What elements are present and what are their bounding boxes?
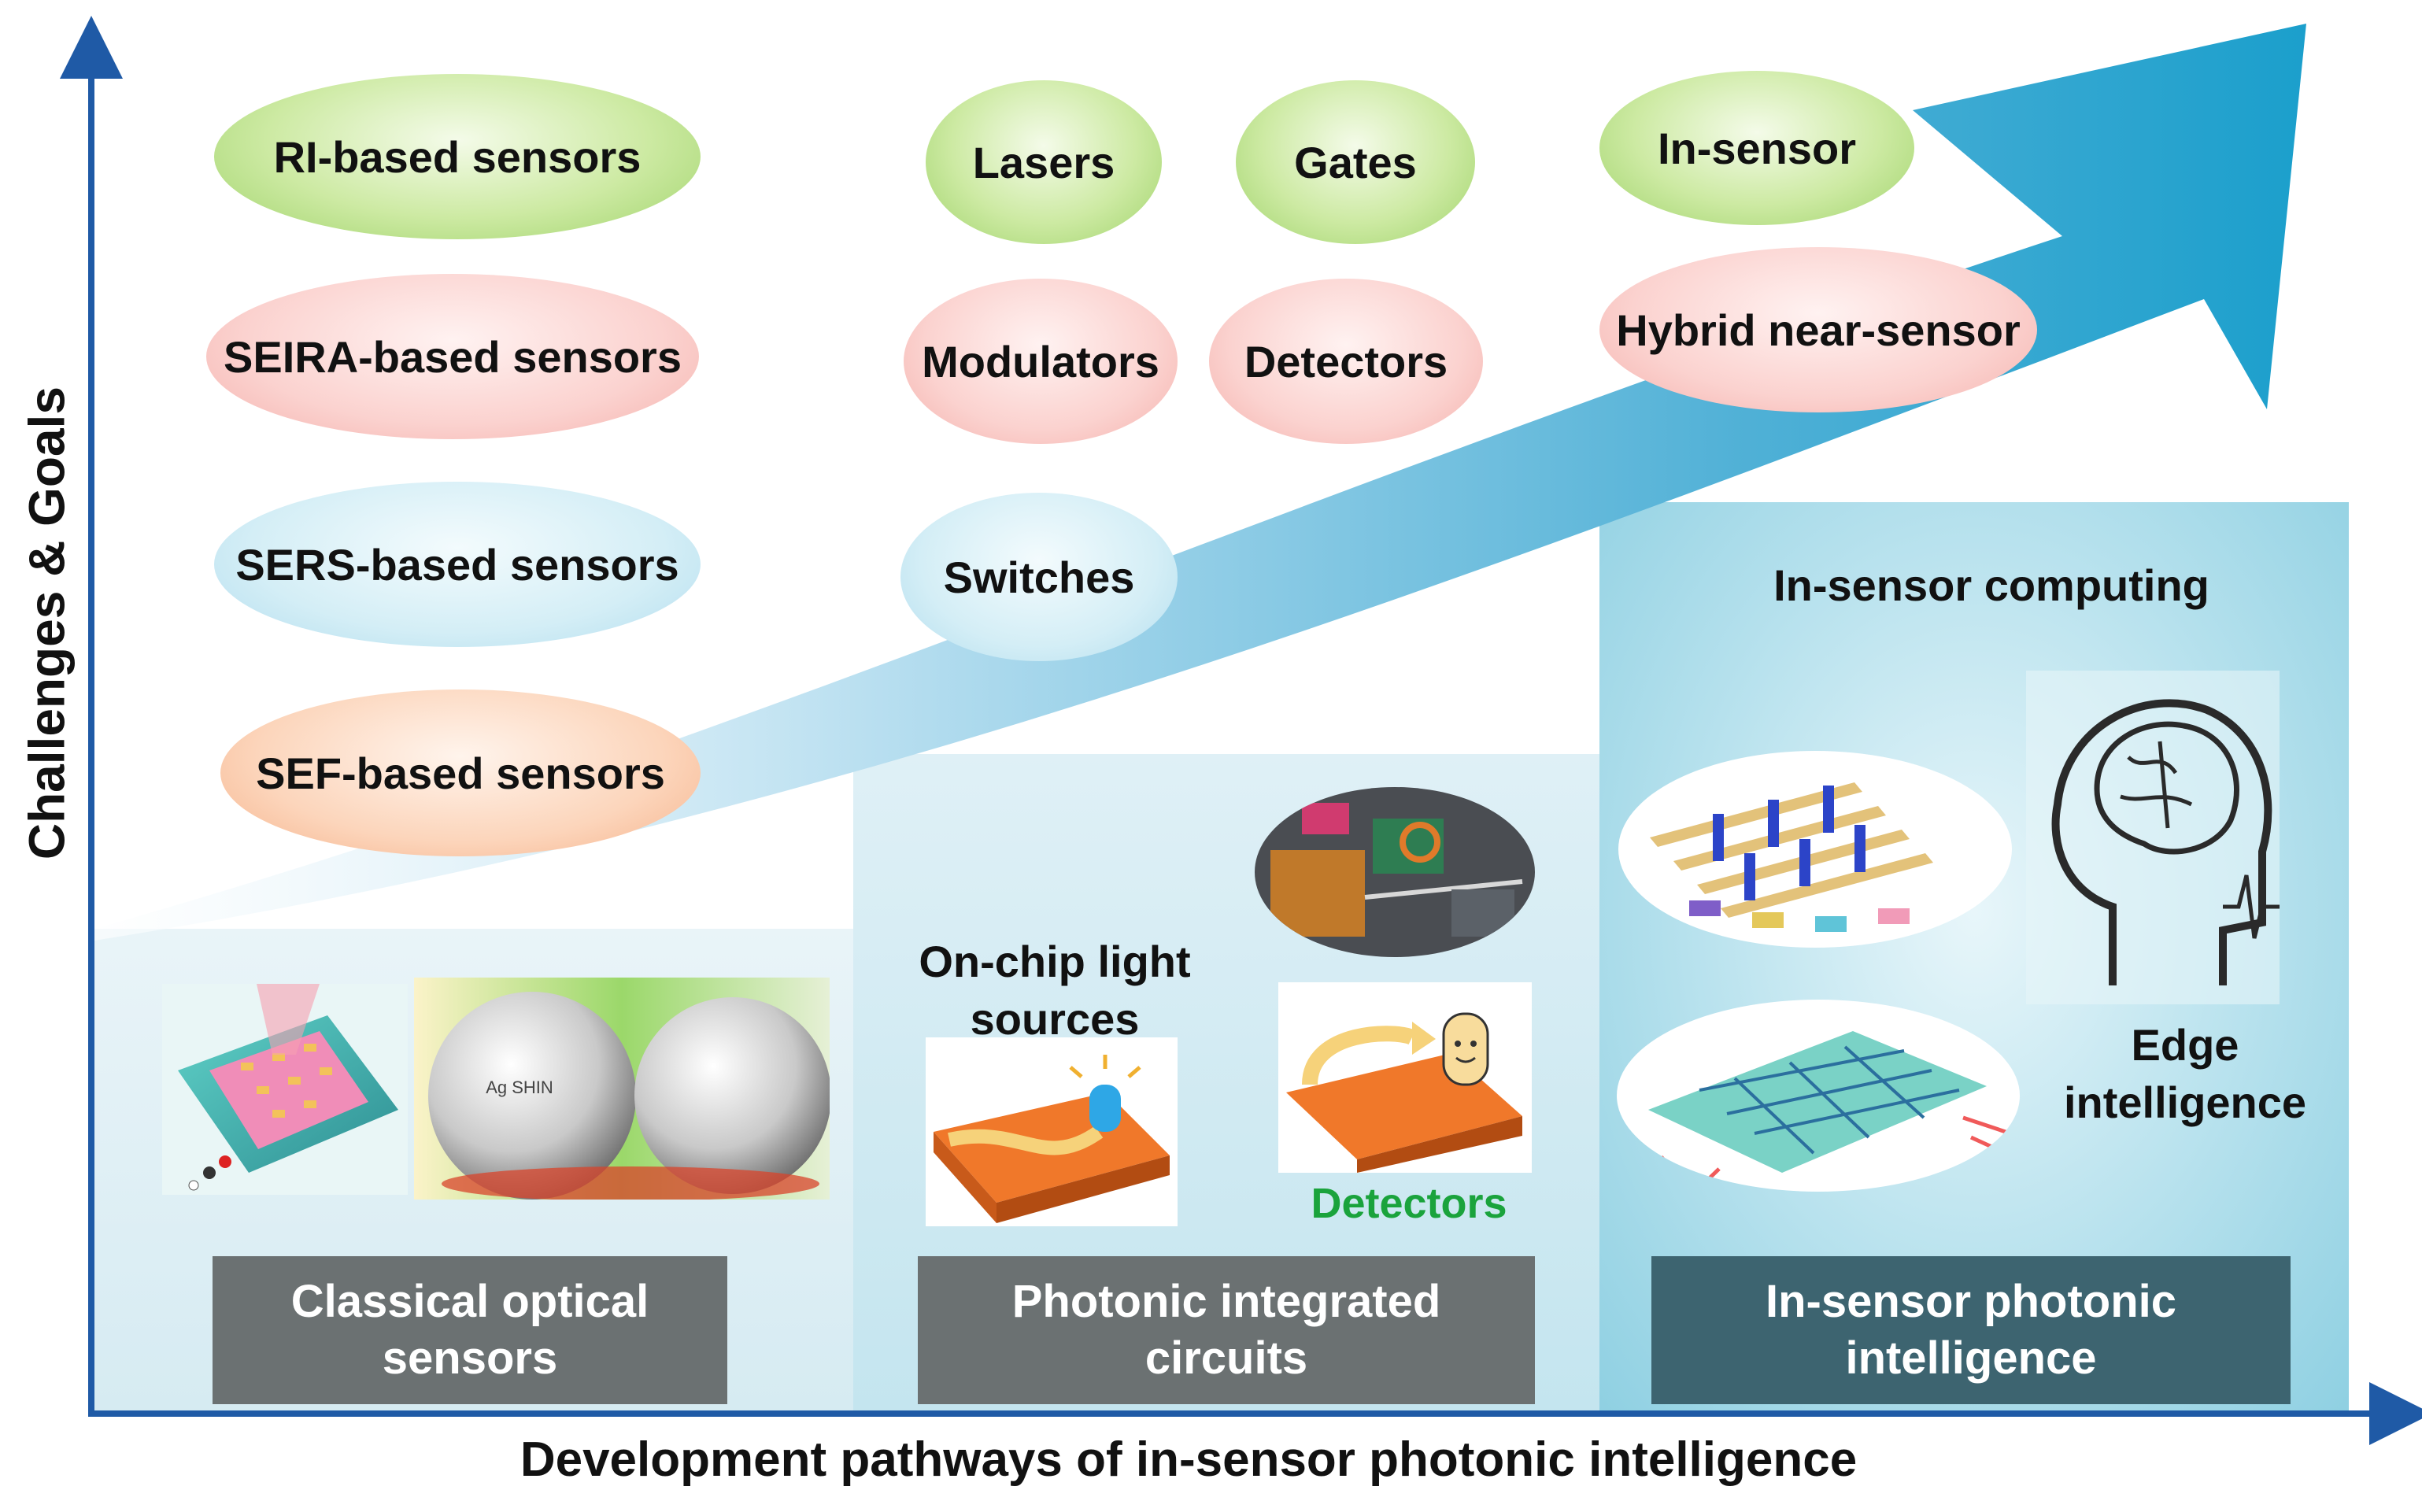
- ellipse-gates: Gates: [1236, 80, 1475, 244]
- ellipse-in-sensor: In-sensor: [1599, 71, 1914, 225]
- detector-illustration: [1278, 982, 1532, 1173]
- on-chip-light-sources-label: On-chip light sources: [919, 937, 1191, 1044]
- light-source-illustration: [926, 1037, 1178, 1226]
- in-sensor-computing-label: In-sensor computing: [1773, 560, 2209, 610]
- crossbar-array-illustration: [1618, 751, 2012, 948]
- photonic-chip-photo: [1255, 787, 1535, 957]
- ellipse-switches: Switches: [900, 493, 1178, 661]
- detectors-green-label: Detectors: [1311, 1180, 1507, 1227]
- ellipse-sers-based-sensors: SERS-based sensors: [214, 482, 701, 647]
- x-axis-label: Development pathways of in-sensor photon…: [520, 1433, 1858, 1487]
- ellipse-seira-based-sensors: SEIRA-based sensors: [206, 274, 699, 439]
- ellipse-modulators: Modulators: [904, 279, 1178, 444]
- rising-arrow: [94, 24, 2306, 941]
- classical-optical-sensors-box: Classical optical sensors: [213, 1256, 727, 1404]
- in-sensor-photonic-intelligence-box: In-sensor photonic intelligence: [1651, 1256, 2291, 1404]
- brain-head-illustration: [2026, 671, 2280, 1004]
- y-axis-label: Challenges & Goals: [18, 386, 76, 860]
- photonic-integrated-circuits-box: Photonic integrated circuits: [918, 1256, 1535, 1404]
- ellipse-lasers: Lasers: [926, 80, 1162, 244]
- ag-shin-label: Ag SHIN: [486, 1078, 553, 1097]
- ellipse-ri-based-sensors: RI-based sensors: [214, 74, 701, 239]
- edge-intelligence-label: Edge intelligence: [2063, 1020, 2307, 1127]
- sensor-chip-illustration: [162, 984, 408, 1195]
- waveguide-grid-illustration: [1617, 1000, 2020, 1192]
- ellipse-detectors: Detectors: [1209, 279, 1483, 444]
- nanosphere-illustration: [414, 978, 830, 1200]
- ellipse-sef-based-sensors: SEF-based sensors: [220, 689, 701, 856]
- ellipse-hybrid-near-sensor: Hybrid near-sensor: [1599, 247, 2037, 412]
